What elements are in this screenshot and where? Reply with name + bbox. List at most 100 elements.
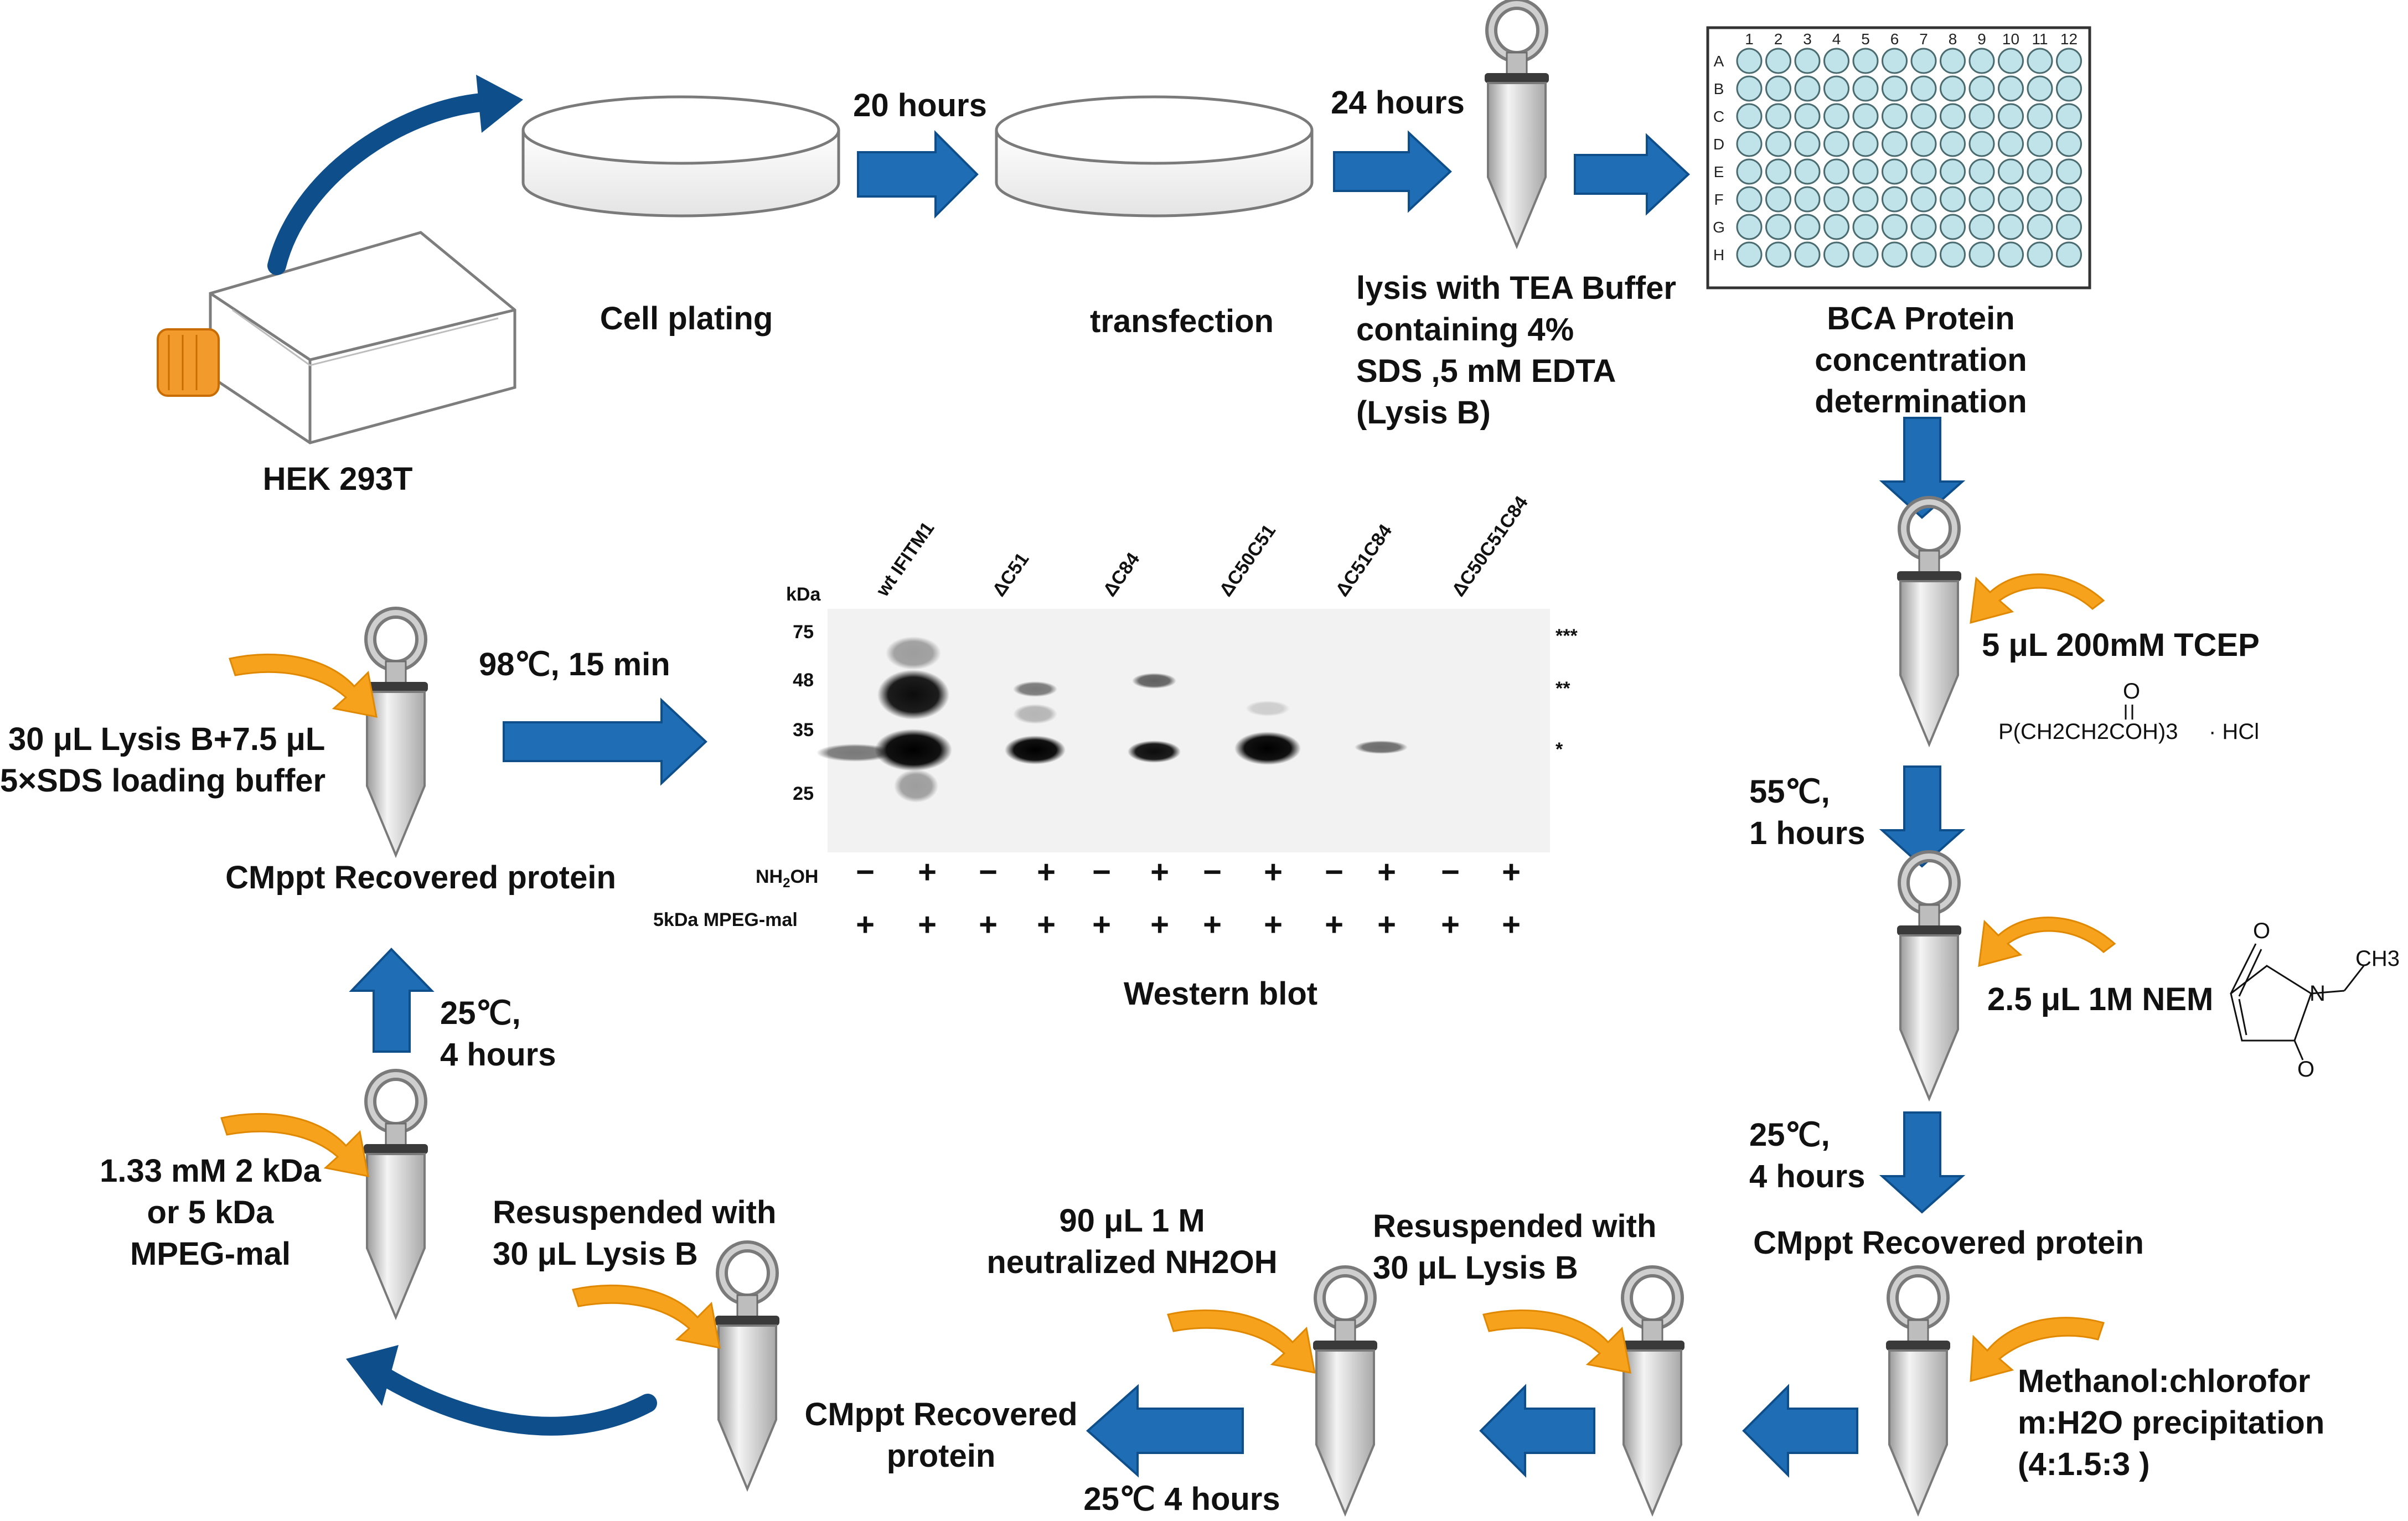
well [1882, 158, 1908, 185]
well [1765, 214, 1791, 240]
well [1968, 48, 1995, 74]
transfection-label: transfection [1090, 303, 1274, 339]
nem-label: 2.5 μL 1M NEM [1987, 981, 2213, 1017]
svg-text:O: O [2123, 679, 2140, 703]
well [1910, 103, 1937, 130]
ladder-label: 25 [793, 783, 814, 804]
svg-text:containing 4%: containing 4% [1356, 312, 1574, 348]
well [1765, 103, 1791, 130]
lane-label: wt IFITM1 [872, 518, 939, 601]
svg-text:90 μL 1 M: 90 μL 1 M [1059, 1203, 1205, 1239]
mpeg-sign: + [1150, 907, 1169, 943]
plate-row-label: D [1713, 136, 1724, 153]
plate-row-label: F [1714, 191, 1723, 208]
blot-band [817, 744, 894, 762]
lane-label: ΔC50C51 [1215, 521, 1280, 601]
well [1765, 75, 1791, 102]
microtube-icon [1897, 856, 1961, 1099]
svg-text:Resuspended with: Resuspended with [1373, 1208, 1656, 1244]
well [1852, 214, 1879, 240]
well [1998, 75, 2024, 102]
well [1968, 241, 1995, 268]
t24-label: 24 hours [1331, 85, 1465, 121]
well [1736, 131, 1763, 157]
curved-add-arrow-icon [1970, 1317, 2105, 1382]
curved-add-arrow-icon [220, 1113, 369, 1177]
well [1794, 103, 1821, 130]
tcep-structure-icon: P(CH2CH2COH)3 O · HCl [1998, 679, 2259, 744]
plate-col-label: 11 [2032, 30, 2048, 48]
well [1882, 103, 1908, 130]
blot-membrane [828, 609, 1550, 852]
well [1940, 103, 1966, 130]
svg-text:30 μL Lysis B: 30 μL Lysis B [493, 1236, 698, 1272]
blot-band [1246, 701, 1290, 716]
nh2oh-sign: − [1441, 854, 1460, 890]
plate-row-label: G [1713, 219, 1725, 236]
hek-label: HEK 293T [263, 461, 413, 497]
left-arrow-icon [1086, 1384, 1244, 1478]
nh2oh-sign: − [1325, 854, 1343, 890]
svg-text:m:H2O precipitation: m:H2O precipitation [2018, 1405, 2324, 1441]
left-arrow-icon [1479, 1384, 1595, 1478]
well [1998, 48, 2024, 74]
well [2056, 241, 2082, 268]
well [1968, 186, 1995, 213]
svg-text:or 5 kDa: or 5 kDa [147, 1194, 275, 1230]
svg-text:30 μL Lysis B+7.5 μL: 30 μL Lysis B+7.5 μL [8, 721, 325, 757]
nh2oh-sign: + [1037, 854, 1056, 890]
ladder-label: 75 [793, 622, 814, 643]
svg-text:Methanol:chlorofor: Methanol:chlorofor [2018, 1363, 2310, 1399]
down-arrow-icon [1879, 1111, 1966, 1214]
curved-add-arrow-icon [1167, 1309, 1316, 1374]
svg-text:O: O [2253, 919, 2270, 943]
nh2oh-sign: + [918, 854, 937, 890]
blot-band [1005, 736, 1066, 764]
well [1882, 48, 1908, 74]
t98-label: 98℃, 15 min [479, 646, 670, 682]
t25a-label: 25℃, 4 hours [1749, 1117, 1866, 1194]
svg-text:CMppt Recovered: CMppt Recovered [804, 1396, 1077, 1432]
well [1998, 158, 2024, 185]
well [1998, 186, 2024, 213]
cmppt3-label: CMppt Recovered protein [225, 860, 616, 896]
curved-add-arrow-icon [1482, 1309, 1631, 1374]
svg-text:Resuspended with: Resuspended with [493, 1194, 776, 1230]
svg-text:· HCl: · HCl [2209, 720, 2259, 744]
well [1940, 75, 1966, 102]
svg-text:protein: protein [887, 1438, 996, 1474]
svg-text:5×SDS loading buffer: 5×SDS loading buffer [0, 763, 325, 799]
microtube-icon [1897, 502, 1961, 744]
well [1968, 75, 1995, 102]
band-star-label: * [1556, 739, 1563, 760]
nh2oh-sign: − [1092, 854, 1111, 890]
mpeg-sign: + [1377, 907, 1396, 943]
mpeg-sign: + [1264, 907, 1283, 943]
well [1852, 131, 1879, 157]
svg-text:1.33 mM 2 kDa: 1.33 mM 2 kDa [100, 1153, 322, 1189]
nh2oh-sign: − [1203, 854, 1222, 890]
well [1736, 158, 1763, 185]
svg-text:concentration: concentration [1815, 342, 2027, 378]
blot-band [1132, 673, 1176, 689]
blot-band [1234, 732, 1301, 765]
plate-col-label: 12 [2060, 30, 2078, 48]
well [2027, 103, 2053, 130]
svg-text:4 hours: 4 hours [1749, 1158, 1866, 1194]
down-arrow-icon [1879, 765, 1966, 868]
curved-add-arrow-icon [1978, 917, 2116, 968]
svg-text:determination: determination [1815, 384, 2027, 420]
resusp2-label: Resuspended with 30 μL Lysis B [493, 1194, 776, 1272]
well [2027, 241, 2053, 268]
well [1910, 214, 1937, 240]
blot-band [1355, 741, 1408, 754]
blot-band [1013, 681, 1057, 697]
svg-text:MPEG-mal: MPEG-mal [130, 1236, 291, 1272]
well [1765, 241, 1791, 268]
svg-text:P(CH2CH2COH)3: P(CH2CH2COH)3 [1998, 720, 2178, 744]
well [1998, 103, 2024, 130]
well [1765, 131, 1791, 157]
well [1882, 214, 1908, 240]
